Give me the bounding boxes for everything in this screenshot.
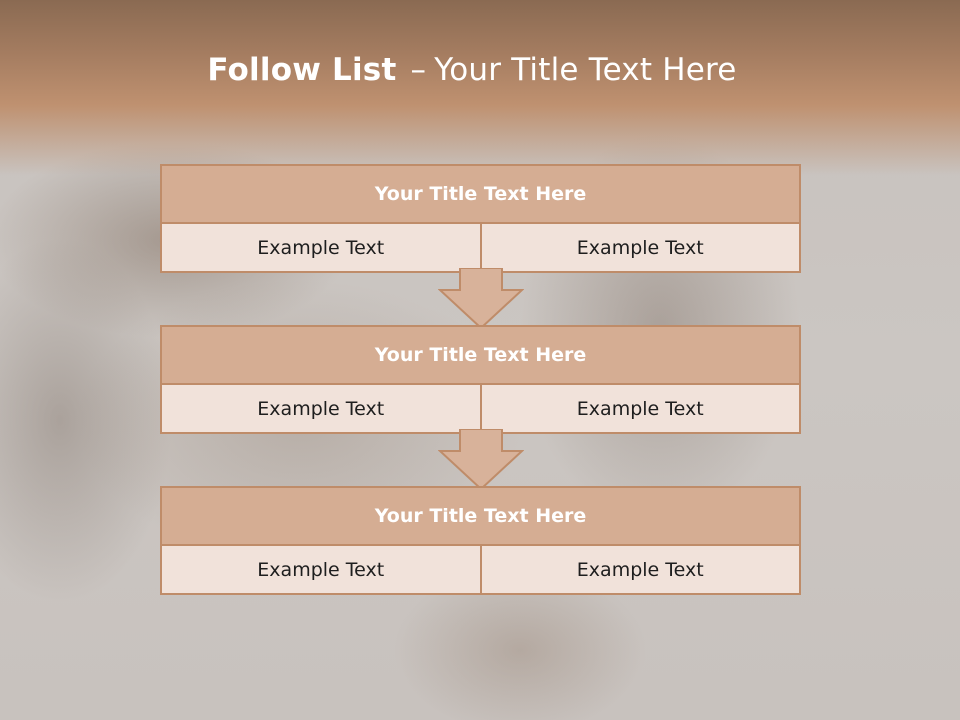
title-rest: Your Title Text Here xyxy=(434,52,737,88)
down-arrow-icon xyxy=(438,429,524,491)
title-bold: Follow List xyxy=(207,52,397,88)
block-cell-right: Example Text xyxy=(479,546,799,593)
title-dash: – xyxy=(410,52,427,88)
block-heading: Your Title Text Here xyxy=(162,166,799,224)
slide-title: Follow List–Your Title Text Here xyxy=(0,52,944,88)
title-band xyxy=(0,0,960,175)
block-cell-right: Example Text xyxy=(479,224,799,271)
block-row: Example Text Example Text xyxy=(162,224,799,271)
list-block-3: Your Title Text Here Example Text Exampl… xyxy=(160,486,801,595)
block-cell-left: Example Text xyxy=(162,224,480,271)
block-heading: Your Title Text Here xyxy=(162,488,799,546)
list-block-2: Your Title Text Here Example Text Exampl… xyxy=(160,325,801,434)
block-cell-left: Example Text xyxy=(162,546,480,593)
list-block-1: Your Title Text Here Example Text Exampl… xyxy=(160,164,801,273)
block-row: Example Text Example Text xyxy=(162,385,799,432)
block-row: Example Text Example Text xyxy=(162,546,799,593)
down-arrow-icon xyxy=(438,268,524,330)
block-cell-left: Example Text xyxy=(162,385,480,432)
block-heading: Your Title Text Here xyxy=(162,327,799,385)
block-cell-right: Example Text xyxy=(479,385,799,432)
